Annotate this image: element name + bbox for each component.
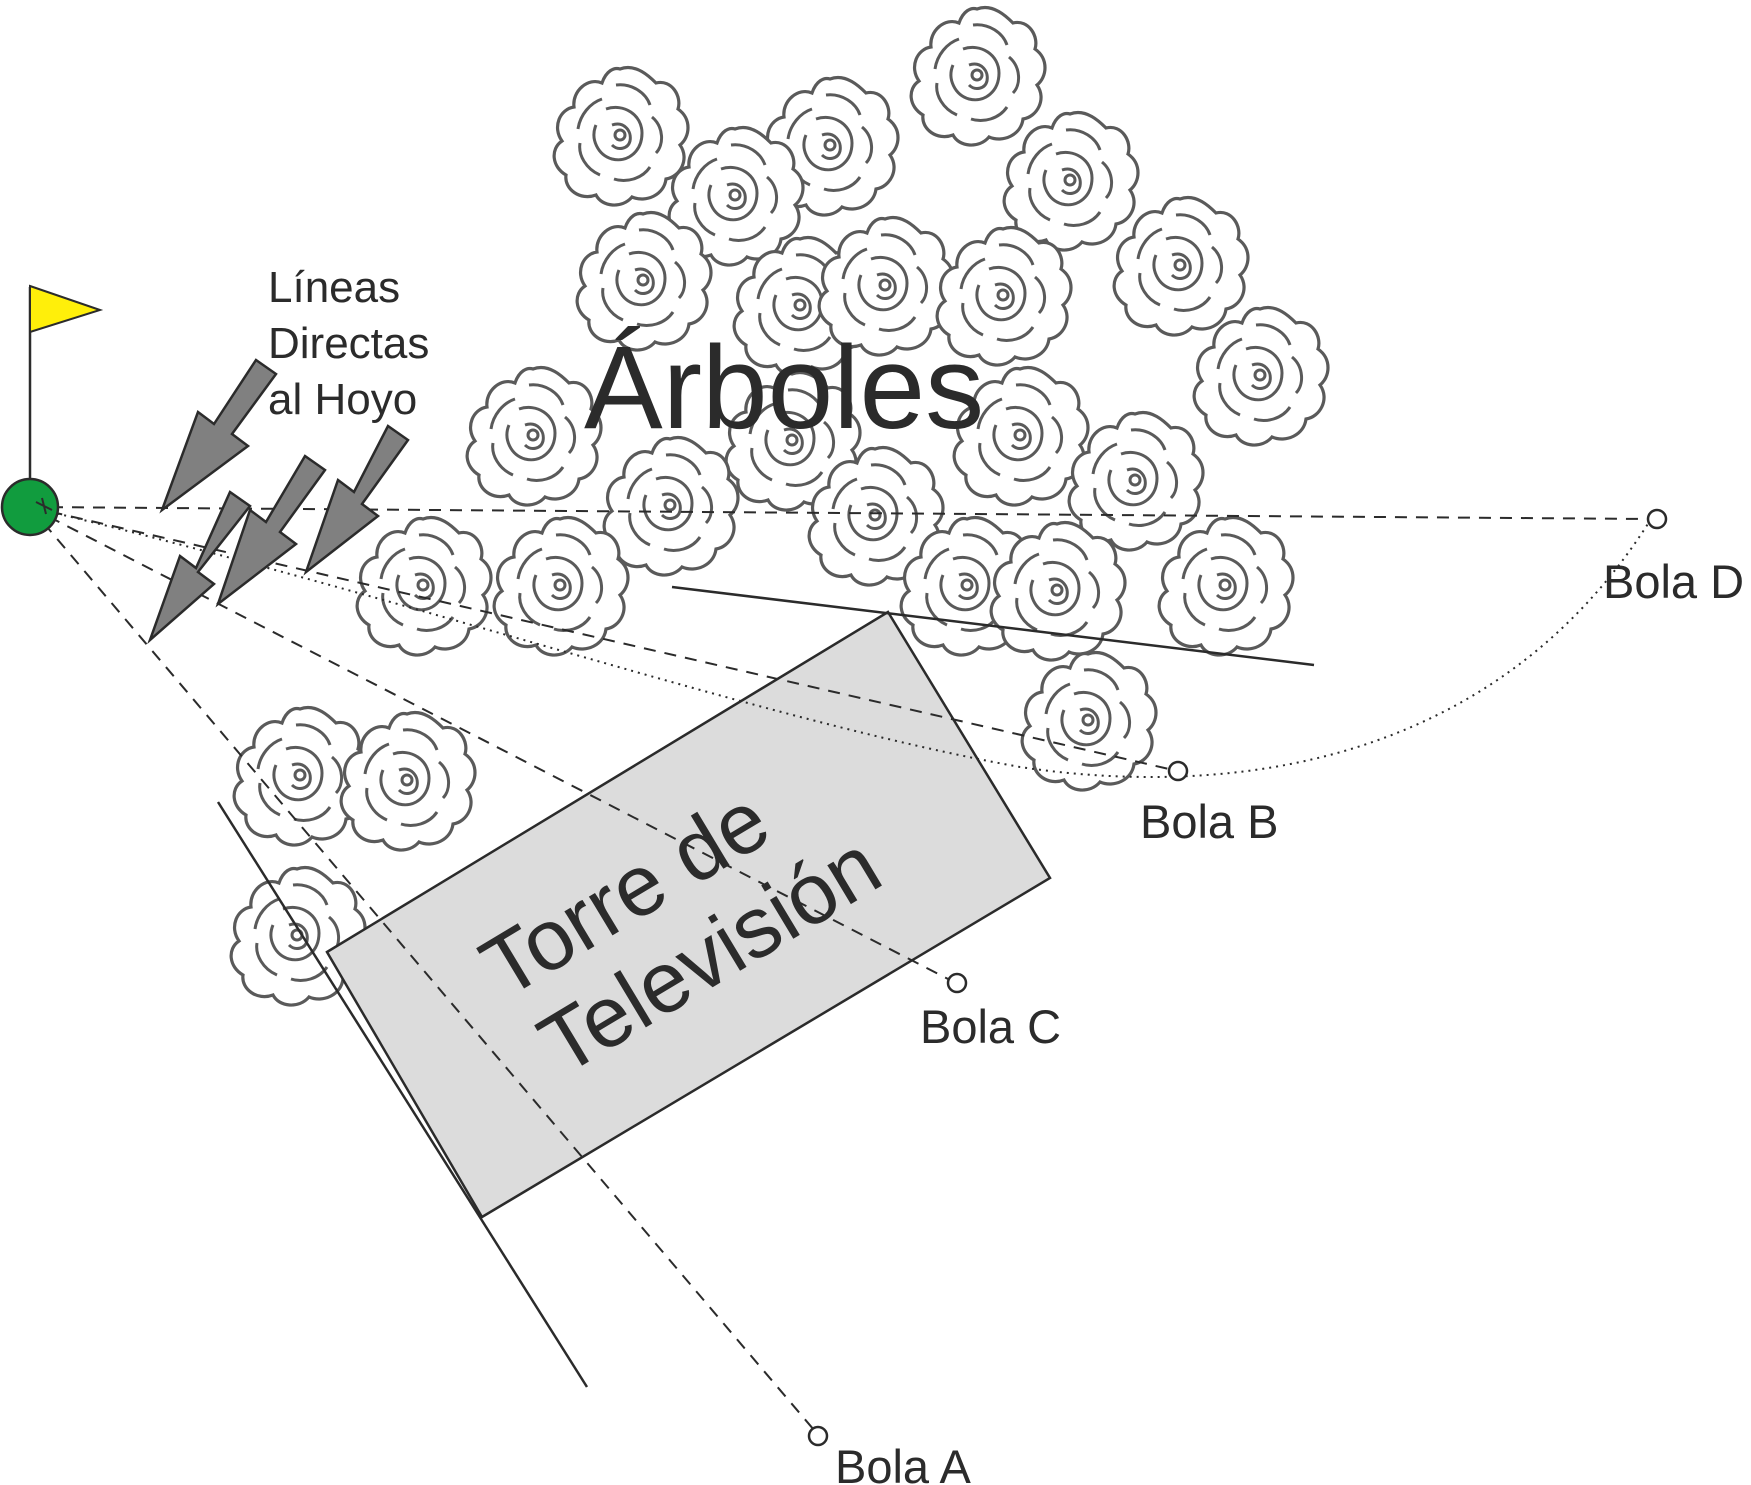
- tree-canopy-icon: [602, 435, 740, 577]
- ball-c-label: Bola C: [920, 1000, 1061, 1053]
- lines-label-line2: Directas: [268, 319, 429, 368]
- hole-mark: [35, 497, 53, 515]
- ball-b-marker: [1167, 760, 1189, 782]
- arrow-icon: [147, 490, 252, 645]
- boundary-line-left: [216, 801, 589, 1388]
- tv-tower-block: [325, 610, 1052, 1219]
- arrow-icon: [215, 454, 327, 608]
- tree-canopy-icon: [1157, 515, 1295, 657]
- line-to-ball-d: [29, 506, 1652, 520]
- tree-canopy-icon: [1067, 410, 1205, 552]
- tree-canopy-icon: [1192, 305, 1330, 447]
- ball-c-marker: [946, 972, 968, 994]
- tree-canopy-icon: [355, 515, 493, 657]
- line-to-ball-a: [29, 506, 815, 1431]
- ball-d-label: Bola D: [1603, 555, 1744, 608]
- tree-canopy-icon: [465, 365, 603, 507]
- ball-a-label: Bola A: [835, 1440, 972, 1485]
- lines-label-line3: al Hoyo: [268, 375, 417, 424]
- tree-canopy-icon: [1112, 195, 1250, 337]
- boundary-line-top: [671, 585, 1315, 667]
- lines-label-line1: Líneas: [268, 263, 400, 312]
- yellow-flag-icon: [29, 284, 104, 334]
- arrow-icon: [159, 358, 278, 514]
- ball-a-marker: [807, 1425, 829, 1447]
- arrow-icon: [303, 424, 410, 576]
- tree-canopy-icon: [1020, 650, 1158, 792]
- tree-canopy-icon: [552, 65, 690, 207]
- tree-canopy-icon: [492, 515, 630, 657]
- tree-canopy-icon: [909, 5, 1047, 147]
- tree-canopy-icon: [339, 710, 477, 852]
- ball-b-label: Bola B: [1140, 795, 1278, 848]
- trees-label: Árboles: [584, 322, 984, 454]
- green-hole-icon: [0, 477, 60, 537]
- line-to-ball-b: [29, 506, 1170, 770]
- ball-d-marker: [1646, 508, 1668, 530]
- arrow-group: [147, 358, 410, 645]
